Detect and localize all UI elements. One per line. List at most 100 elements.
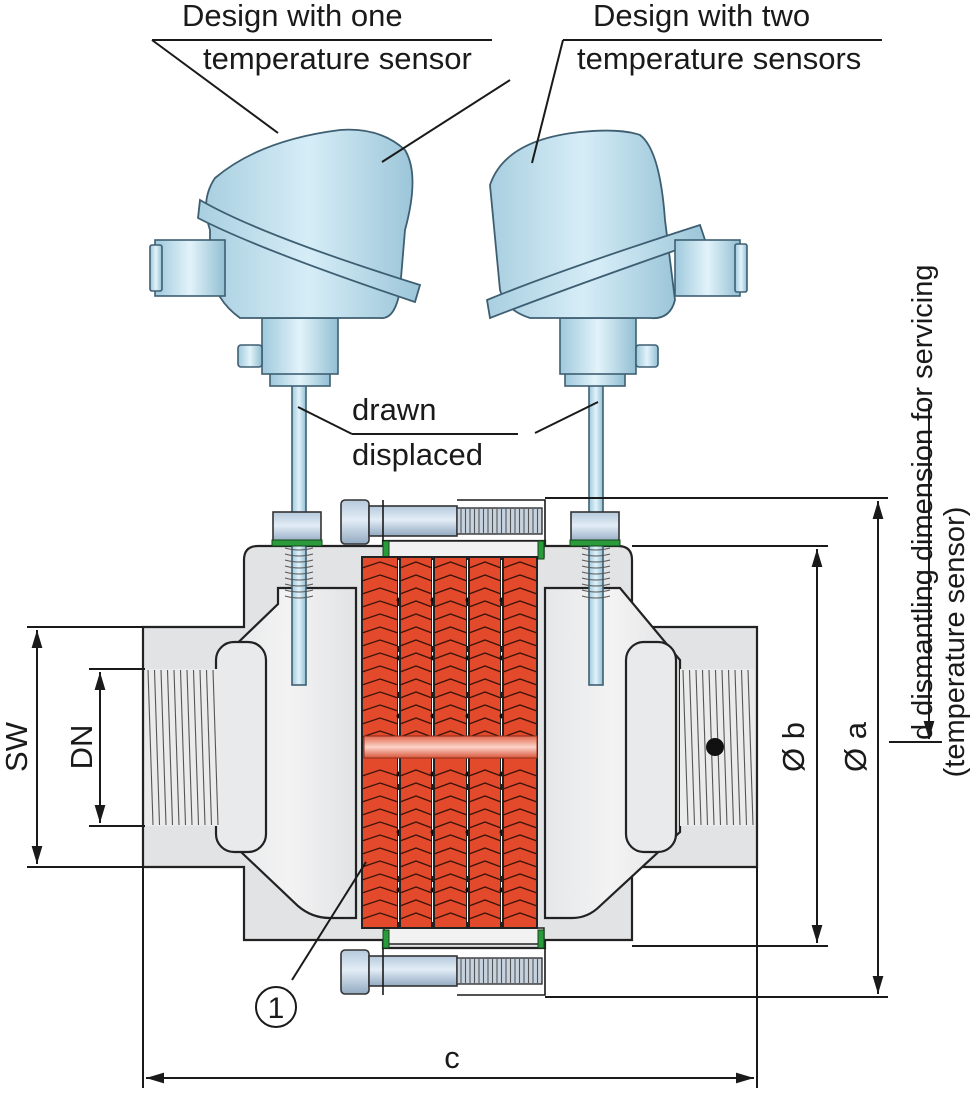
filter-chevron xyxy=(433,561,468,569)
filter-chevron xyxy=(399,795,433,803)
filter-chevron xyxy=(433,821,468,829)
sensor-neck-left xyxy=(261,317,339,375)
filter-chevron xyxy=(433,678,468,686)
dimension-sw: SW xyxy=(0,626,143,868)
filter-chevron xyxy=(468,704,502,712)
bolt-head xyxy=(340,949,370,995)
filter-chevron xyxy=(399,821,433,829)
thread-line xyxy=(701,669,709,826)
filter-chevron xyxy=(361,782,399,790)
filter-chevron xyxy=(399,665,433,673)
sensor-thread-line xyxy=(284,583,314,587)
callout-drawn-displaced: drawn displaced xyxy=(297,392,599,472)
filter-chevron xyxy=(468,600,502,608)
filter-chevron xyxy=(361,691,399,699)
thread-line xyxy=(166,669,174,826)
sensor-thread-line xyxy=(581,577,611,581)
filter-chevron xyxy=(399,600,433,608)
filter-chevron xyxy=(399,912,433,920)
dimension-d-label-line2: (temperature sensor) xyxy=(939,507,970,778)
dimension-phi-b: Ø b xyxy=(632,545,828,947)
filter-chevron xyxy=(502,808,538,816)
filter-chevron xyxy=(468,626,502,634)
filter-chevron xyxy=(502,587,538,595)
flange-bottom-outline xyxy=(382,948,546,996)
filter-chevron xyxy=(361,873,399,881)
sensor-screw-left xyxy=(237,344,263,368)
gasket-bottom-right xyxy=(537,929,545,949)
filter-chevron xyxy=(399,587,433,595)
callout-part-1: 1 xyxy=(255,861,367,1028)
thread-line xyxy=(721,669,728,826)
sensor-cable-nut-right xyxy=(734,243,748,293)
filter-chevron xyxy=(399,808,433,816)
sensor-thread-line xyxy=(284,553,314,557)
filter-chevron xyxy=(468,574,502,582)
dimension-phi-b-label: Ø b xyxy=(776,722,811,772)
sensor-thread-line xyxy=(284,589,314,593)
thread-line xyxy=(734,669,741,826)
filter-chevron xyxy=(361,704,399,712)
sensor-thread-line xyxy=(581,559,611,563)
filter-chevron xyxy=(399,886,433,894)
callout-two-sensors: Design with two temperature sensors xyxy=(531,0,882,164)
filter-chevron xyxy=(468,860,502,868)
filter-chevron xyxy=(468,912,502,920)
thread-line xyxy=(179,669,187,826)
thread-line xyxy=(682,669,689,826)
dimension-phi-a: Ø a xyxy=(545,497,888,998)
thread-line xyxy=(186,669,193,826)
filter-chevron xyxy=(502,574,538,582)
inlet-thread xyxy=(145,669,220,826)
flange-top-outline xyxy=(382,499,546,541)
filter-chevron xyxy=(399,626,433,634)
filter-chevron xyxy=(361,769,399,777)
marking-dot xyxy=(706,738,724,756)
left-bore-recess xyxy=(214,640,268,854)
filter-chevron xyxy=(399,899,433,907)
dimension-dn-label: DN xyxy=(64,725,99,770)
sensor-thread-line xyxy=(581,589,611,593)
filter-chevron xyxy=(502,847,538,855)
part-number-circle xyxy=(255,986,297,1028)
filter-chevron xyxy=(399,717,433,725)
filter-chevron xyxy=(399,873,433,881)
thread-line xyxy=(205,669,213,826)
sensor-thread-line xyxy=(581,595,611,599)
filter-chevron xyxy=(361,639,399,647)
thread-line xyxy=(192,669,200,826)
filter-chevron xyxy=(502,639,538,647)
filter-chevron xyxy=(433,769,468,777)
thread-line xyxy=(695,669,702,826)
filter-chevron xyxy=(433,652,468,660)
filter-chevron xyxy=(468,717,502,725)
filter-chevron xyxy=(468,782,502,790)
sensor-thread-line xyxy=(581,553,611,557)
right-bore-recess xyxy=(624,640,678,854)
filter-chevron xyxy=(502,730,538,738)
filter-chevron xyxy=(361,847,399,855)
filter-chevron xyxy=(361,665,399,673)
sensor-right xyxy=(485,129,748,686)
thread-line xyxy=(740,669,748,826)
sensor-thread-line xyxy=(284,595,314,599)
leader-line xyxy=(531,39,564,164)
sensor-cable-nut-left xyxy=(149,244,163,292)
leader-line xyxy=(381,79,511,163)
thread-line xyxy=(160,669,167,826)
filter-chevron xyxy=(361,795,399,803)
filter-chevron xyxy=(433,691,468,699)
filter-chevron xyxy=(502,678,538,686)
callout-one-sensor-line1: Design with one xyxy=(182,0,403,33)
filter-chevron xyxy=(399,834,433,842)
filter-chevron xyxy=(468,678,502,686)
thread-line xyxy=(199,669,206,826)
filter-chevron xyxy=(502,873,538,881)
filter-chevron xyxy=(502,886,538,894)
callout-drawn: drawn xyxy=(352,392,436,427)
filter-chevron xyxy=(468,665,502,673)
filter-chevron xyxy=(468,639,502,647)
dimension-c: c xyxy=(142,867,758,1088)
sensor-thread-line xyxy=(581,565,611,569)
sensor-screw-right xyxy=(635,344,659,368)
